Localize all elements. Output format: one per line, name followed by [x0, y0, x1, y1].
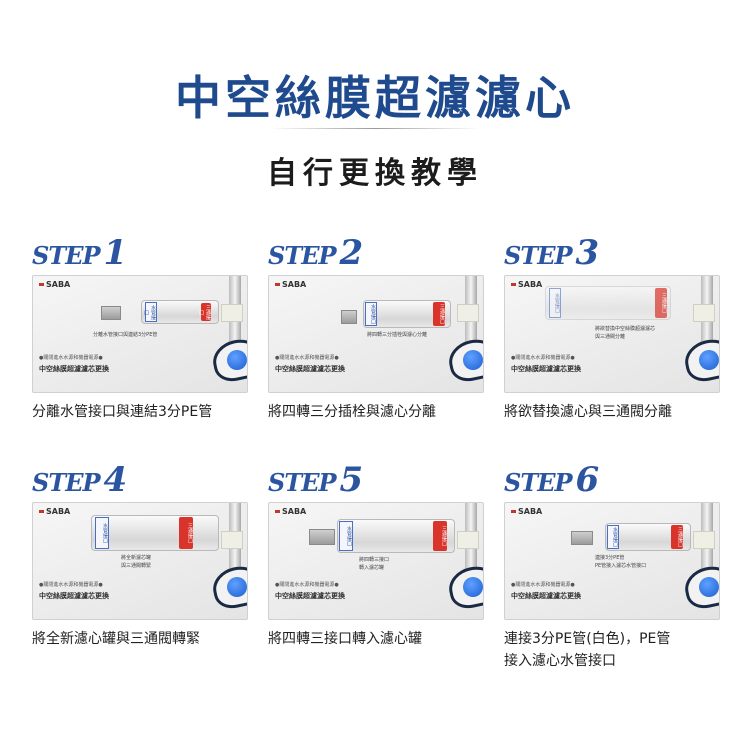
power-note: ●關閉進水水源和機器電源●: [275, 582, 339, 588]
panel-footer: 中空絲膜超濾濾芯更換: [511, 592, 581, 600]
brand-logo: SABA: [511, 280, 542, 289]
step-callout: 連接3分PE管: [595, 555, 625, 561]
step-callout: 將四轉三分插栓與濾心分離: [367, 332, 428, 338]
page-title: 中空絲膜超濾濾心: [175, 71, 575, 125]
brand-logo: SABA: [39, 280, 70, 289]
valve-knob-icon: [699, 577, 719, 597]
step-illustration: SABA 水管接口 三通接口 將四轉三接口 轉入濾芯罐 ●關閉進水水源和機器電源…: [268, 502, 484, 620]
step-caption: 將四轉三分插栓與濾心分離: [268, 404, 436, 420]
tee-port: 三通接口: [198, 303, 211, 321]
tee-valve: [221, 531, 243, 549]
water-pipe-port: 水管接口: [607, 525, 619, 549]
step-callout: PE管接入濾芯水管接口: [595, 563, 647, 569]
power-note: ●關閉進水水源和機器電源●: [275, 355, 339, 361]
valve-knob-icon: [699, 350, 719, 370]
water-pipe-port: 水管接口: [549, 288, 561, 318]
step-illustration: SABA 水管接口 三通接口 將全新濾芯罐 與三通閥轉緊 ●關閉進水水源和機器電…: [32, 502, 248, 620]
title-divider: [270, 128, 480, 129]
tee-valve: [221, 304, 243, 322]
power-note: ●關閉進水水源和機器電源●: [39, 582, 103, 588]
water-pipe-port: 水管接口: [365, 302, 377, 326]
step-illustration: SABA 水管接口 三通接口 分離水管接口與連結3分PE管 ●關閉進水水源和機器…: [32, 275, 248, 393]
pe-fitting: [101, 306, 121, 320]
step-illustration: SABA 水管接口 三通接口 連接3分PE管 PE管接入濾芯水管接口 ●關閉進水…: [504, 502, 720, 620]
tee-port: 三通接口: [433, 521, 447, 551]
step-callout: 轉入濾芯罐: [359, 565, 385, 571]
step-callout: 將欲替換中空絲膜超濾濾芯: [595, 326, 656, 332]
step-callout: 將全新濾芯罐: [121, 555, 152, 561]
step-number: 2: [339, 233, 364, 273]
step-callout: 與三通閥轉緊: [121, 563, 152, 569]
brand-logo: SABA: [39, 507, 70, 516]
valve-knob-icon: [227, 350, 247, 370]
filter-canister: [91, 515, 219, 551]
water-pipe-port: 水管接口: [339, 521, 353, 551]
tee-valve: [457, 304, 479, 322]
step-caption: 將四轉三接口轉入濾心罐: [268, 631, 422, 647]
step-caption: 分離水管接口與連結3分PE管: [32, 404, 213, 420]
step-illustration: SABA 水管接口 三通接口 將欲替換中空絲膜超濾濾芯 與三通閥分離 ●關閉進水…: [504, 275, 720, 393]
panel-footer: 中空絲膜超濾濾芯更換: [511, 365, 581, 373]
water-pipe-port: 水管接口: [95, 517, 109, 549]
power-note: ●關閉進水水源和機器電源●: [511, 355, 575, 361]
filter-canister: [545, 286, 671, 320]
valve-knob-icon: [463, 577, 483, 597]
step-illustration: SABA 水管接口 三通接口 將四轉三分插栓與濾心分離 ●關閉進水水源和機器電源…: [268, 275, 484, 393]
panel-footer: 中空絲膜超濾濾芯更換: [39, 365, 109, 373]
pe-fitting: [309, 529, 335, 545]
tee-valve: [693, 531, 715, 549]
step-caption: 將欲替換濾心與三通閥分離: [504, 404, 672, 420]
pe-fitting: [341, 310, 357, 324]
water-pipe-port: 水管接口: [143, 302, 157, 322]
valve-knob-icon: [463, 350, 483, 370]
valve-knob-icon: [227, 577, 247, 597]
step-callout: 與三通閥分離: [595, 334, 626, 340]
step-number: 6: [575, 460, 600, 500]
step-callout: 分離水管接口與連結3分PE管: [93, 332, 158, 338]
brand-logo: SABA: [275, 280, 306, 289]
step-number: 3: [575, 233, 600, 273]
power-note: ●關閉進水水源和機器電源●: [511, 582, 575, 588]
tee-valve: [457, 531, 479, 549]
pe-fitting: [571, 531, 593, 545]
tee-port: 三通接口: [655, 288, 667, 318]
brand-logo: SABA: [511, 507, 542, 516]
tee-port: 三通接口: [671, 525, 683, 549]
step-caption: 將全新濾心罐與三通閥轉緊: [32, 631, 200, 647]
step-number: 5: [339, 460, 364, 500]
tee-valve: [693, 304, 715, 322]
step-number: 4: [103, 460, 128, 500]
tee-port: 三通接口: [179, 517, 193, 549]
page-subtitle: 自行更換教學: [267, 156, 483, 191]
step-number: 1: [103, 233, 128, 273]
panel-footer: 中空絲膜超濾濾芯更換: [275, 592, 345, 600]
step-caption: 連接3分PE管(白色)，PE管 接入濾心水管接口: [504, 631, 671, 669]
panel-footer: 中空絲膜超濾濾芯更換: [275, 365, 345, 373]
brand-logo: SABA: [275, 507, 306, 516]
power-note: ●關閉進水水源和機器電源●: [39, 355, 103, 361]
tee-port: 三通接口: [433, 302, 445, 326]
panel-footer: 中空絲膜超濾濾芯更換: [39, 592, 109, 600]
step-callout: 將四轉三接口: [359, 557, 390, 563]
